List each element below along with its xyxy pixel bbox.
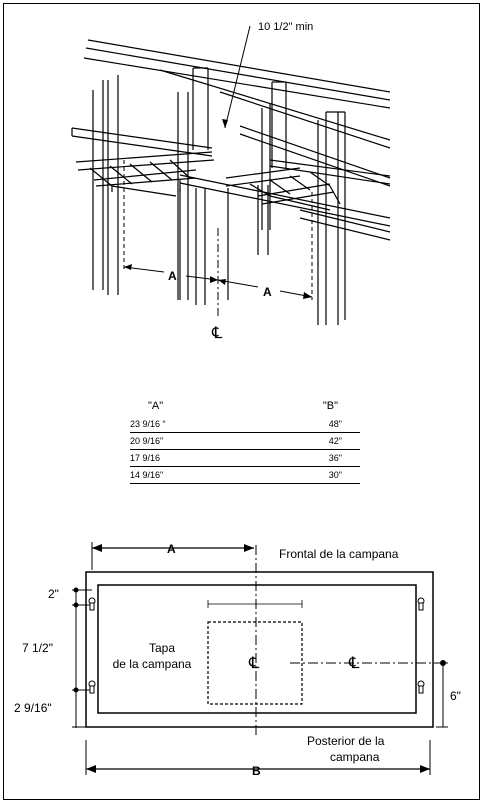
front-label: Frontal de la campana	[279, 547, 399, 561]
cell-a: 17 9/16	[130, 453, 161, 463]
dim-a-left-label: A	[168, 269, 177, 283]
cell-b: 42"	[328, 436, 342, 446]
centerline-symbol-top: ℄	[211, 325, 223, 342]
top-dimension-lines	[123, 25, 313, 318]
top-arrowheads	[124, 119, 312, 299]
dim-a-bottom-label: A	[167, 542, 176, 556]
dim-7-5-label: 7 1/2"	[22, 641, 53, 655]
cover-label-line1: Tapa	[149, 641, 175, 655]
hood-plan-view	[72, 542, 448, 775]
table-row: 20 9/16" 42"	[130, 433, 360, 450]
clearance-label: 10 1/2" min	[258, 21, 313, 33]
dim-2-9-16-label: 2 9/16"	[14, 701, 52, 715]
figure-frame	[3, 3, 480, 800]
cell-b: 48"	[328, 419, 342, 429]
bottom-arrowheads	[73, 544, 446, 773]
table-row: 23 9/16 “ 48"	[130, 416, 360, 433]
dim-a-right-label: A	[263, 285, 272, 299]
centerline-symbol-bottom-2: ℄	[348, 655, 360, 672]
cell-a: 14 9/16"	[130, 470, 164, 480]
cabinet-framing	[71, 39, 391, 325]
dim-2-label: 2"	[48, 587, 59, 601]
header-a: "A"	[148, 400, 164, 412]
dim-6-label: 6"	[450, 689, 461, 703]
table-row: 14 9/16" 30"	[130, 467, 360, 484]
header-b: "B"	[322, 400, 338, 412]
dimension-table: "A" "B" 23 9/16 “ 48" 20 9/16" 42" 17 9/…	[130, 400, 360, 484]
cell-b: 30"	[328, 470, 342, 480]
rear-label-line1: Posterior de la	[307, 734, 385, 748]
cover-label-line2: de la campana	[113, 657, 192, 671]
table-row: 17 9/16 36"	[130, 450, 360, 467]
keyhole-slots	[88, 597, 425, 694]
table-header: "A" "B"	[130, 400, 360, 416]
centerline-symbol-bottom-1: ℄	[248, 655, 260, 672]
cell-a: 20 9/16"	[130, 436, 164, 446]
rear-label-line2: campana	[330, 750, 380, 764]
dim-b-label: B	[252, 764, 261, 778]
cell-b: 36"	[328, 453, 342, 463]
cell-a: 23 9/16 “	[130, 419, 166, 429]
